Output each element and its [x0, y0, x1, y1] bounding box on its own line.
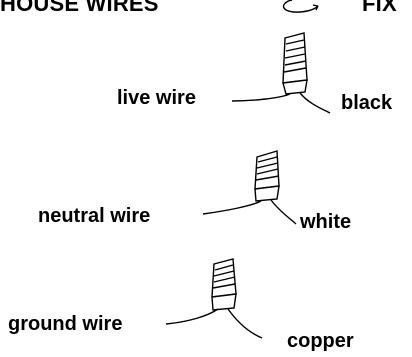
ground-wire-label: ground wire: [8, 313, 123, 335]
wire-connector-live: [231, 32, 331, 114]
wire-connector-ground: [165, 258, 263, 339]
title-right: FIX: [362, 0, 397, 16]
black-color-label: black: [341, 92, 393, 114]
neutral-wire-label: neutral wire: [38, 205, 151, 227]
copper-color-label: copper: [287, 330, 354, 352]
twist-arrow-icon: [282, 0, 319, 13]
live-wire-label: live wire: [117, 87, 196, 109]
white-color-label: white: [300, 211, 352, 233]
wire-connector-neutral: [202, 150, 297, 225]
title-left: HOUSE WIRES: [0, 0, 159, 16]
